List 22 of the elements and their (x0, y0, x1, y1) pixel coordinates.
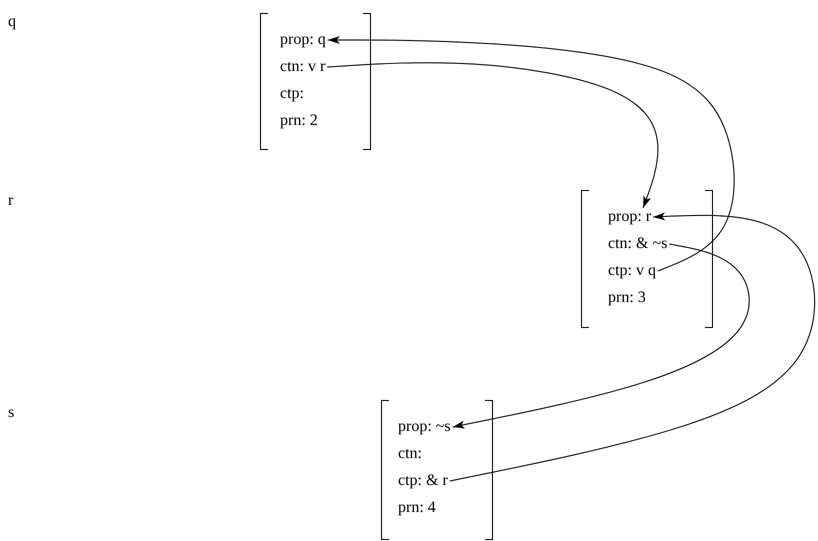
feature-line: ctn: (398, 444, 422, 464)
feature-line: ctp: & r (398, 471, 448, 491)
arrow (449, 212, 816, 482)
row-label: q (8, 12, 16, 32)
feature-line: prop: q (280, 30, 326, 50)
feature-line: prop: r (608, 207, 652, 227)
feature-line: ctn: v r (280, 57, 326, 77)
feature-line: prop: ~s (398, 417, 451, 437)
feature-line: ctn: & ~s (608, 234, 668, 254)
bracket-matrix (381, 400, 493, 540)
feature-line: ctp: (280, 84, 304, 104)
arrow (326, 62, 658, 208)
bracket-matrix (581, 190, 713, 328)
arrow (452, 244, 750, 429)
row-label: s (8, 403, 14, 423)
row-label: r (8, 191, 14, 211)
feature-line: prn: 3 (608, 288, 646, 308)
feature-line: prn: 4 (398, 498, 436, 518)
bracket-matrix (260, 13, 371, 150)
feature-line: prn: 2 (280, 111, 318, 131)
feature-line: ctp: v q (608, 261, 656, 281)
arrow (327, 36, 735, 272)
